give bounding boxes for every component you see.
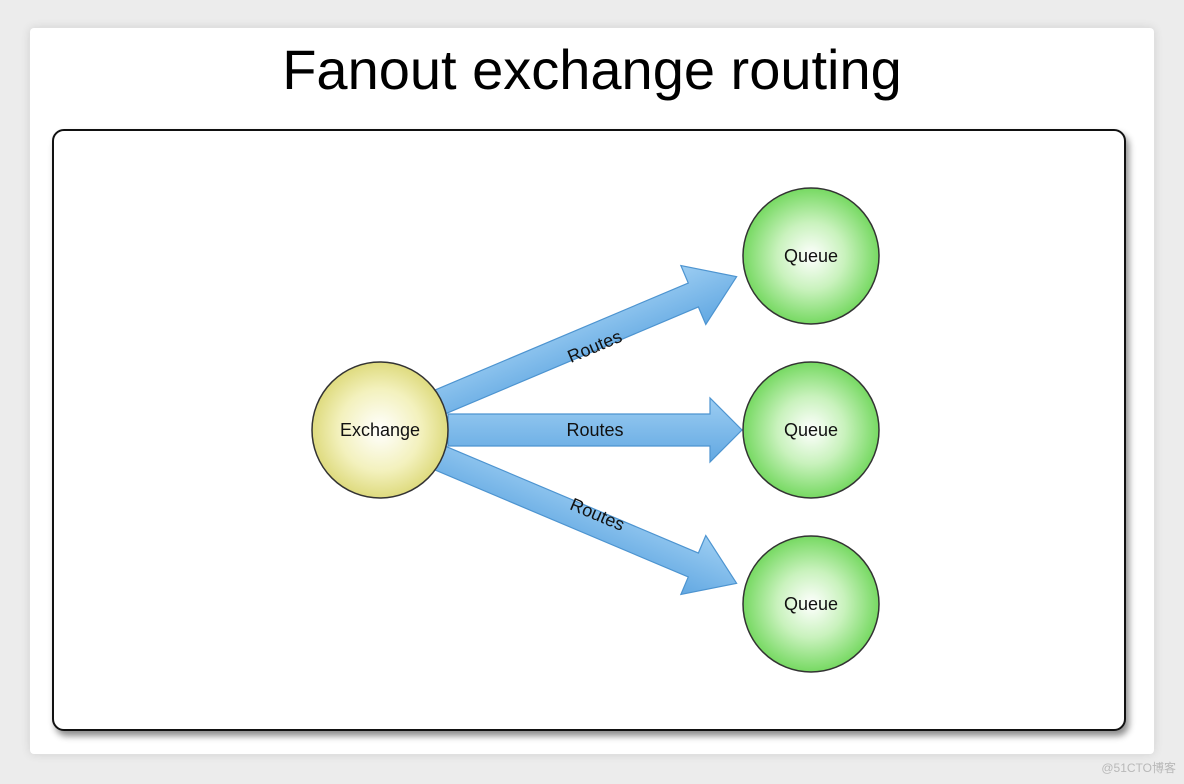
diagram-title: Fanout exchange routing bbox=[282, 38, 902, 101]
exchange-label: Exchange bbox=[340, 420, 420, 440]
queue-label: Queue bbox=[784, 420, 838, 440]
edge-arrow-bottom bbox=[434, 445, 738, 596]
queue-node-2: Queue bbox=[742, 361, 880, 499]
figure-card: Fanout exchange routing bbox=[30, 28, 1154, 754]
queue-label: Queue bbox=[784, 594, 838, 614]
watermark: @51CTO博客 bbox=[1101, 761, 1176, 775]
edge-arrow-top bbox=[434, 264, 738, 415]
edge-arrow-middle bbox=[447, 396, 743, 464]
exchange-node: Exchange bbox=[311, 361, 449, 499]
queue-node-1: Queue bbox=[742, 187, 880, 325]
edge-label-middle: Routes bbox=[566, 420, 623, 440]
queue-node-3: Queue bbox=[742, 535, 880, 673]
queue-label: Queue bbox=[784, 246, 838, 266]
